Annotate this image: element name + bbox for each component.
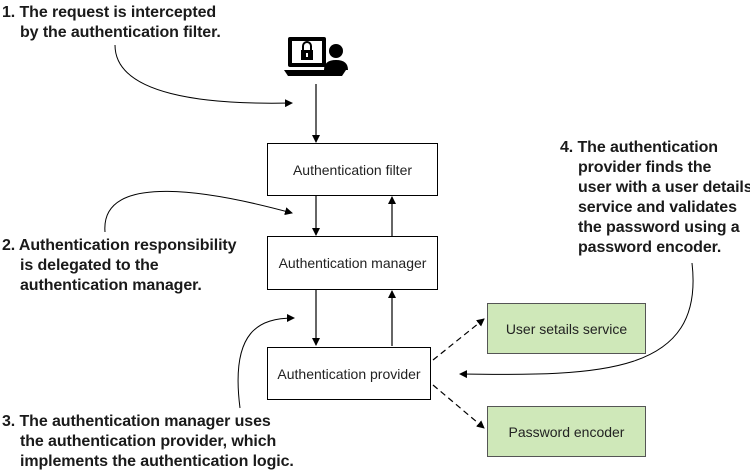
authentication-filter-box: Authentication filter xyxy=(267,143,438,196)
callout-curve-2 xyxy=(104,190,293,233)
callout-note-1: 1. The request is intercepted by the aut… xyxy=(2,3,221,43)
callout-note-4: 4. The authentication provider finds the… xyxy=(560,138,750,258)
note-line: 3. The authentication manager uses xyxy=(2,413,271,430)
callout-note-2: 2. Authentication responsibility is dele… xyxy=(2,236,237,296)
callout-note-3: 3. The authentication manager uses the a… xyxy=(2,412,294,472)
note-line: by the authentication filter. xyxy=(20,24,221,41)
note-line: user with a user details xyxy=(578,179,750,196)
note-line: service and validates xyxy=(578,199,737,216)
note-line: 4. The authentication xyxy=(560,139,718,156)
callout-curve-1 xyxy=(114,44,293,108)
authentication-manager-label: Authentication manager xyxy=(278,255,427,271)
note-line: 1. The request is intercepted xyxy=(2,4,217,21)
password-encoder-label: Password encoder xyxy=(508,423,625,440)
dashed-arrow-provider-to-user-details xyxy=(432,318,485,361)
note-line: 2. Authentication responsibility xyxy=(2,237,237,254)
authentication-manager-box: Authentication manager xyxy=(267,236,438,290)
password-encoder-box: Password encoder xyxy=(487,406,646,457)
dashed-arrow-provider-to-encoder xyxy=(432,384,485,429)
note-line: the password using a xyxy=(578,219,740,236)
note-line: authentication manager. xyxy=(20,277,202,294)
laptop-lock-user-icon xyxy=(284,37,348,76)
note-line: provider finds the xyxy=(578,159,712,176)
note-line: password encoder. xyxy=(578,239,722,256)
authentication-filter-label: Authentication filter xyxy=(292,161,413,178)
authentication-provider-box: Authentication provider xyxy=(267,347,431,400)
callout-curve-3 xyxy=(237,314,295,409)
user-details-service-box: User setails service xyxy=(487,303,646,354)
user-details-service-label: User setails service xyxy=(505,320,628,337)
callout-curve-4 xyxy=(459,262,694,379)
note-line: implements the authentication logic. xyxy=(20,453,294,470)
authentication-provider-label: Authentication provider xyxy=(277,365,421,382)
note-line: is delegated to the xyxy=(20,257,159,274)
note-line: the authentication provider, which xyxy=(20,433,277,450)
